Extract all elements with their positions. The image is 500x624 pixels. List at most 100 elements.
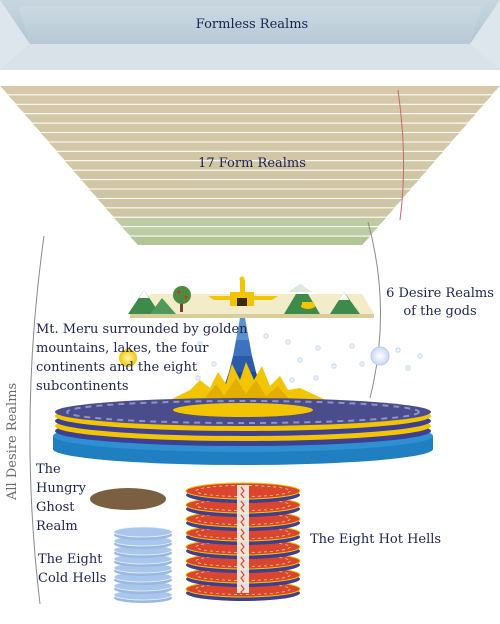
stars — [195, 333, 423, 383]
form-realm-layer — [56, 151, 444, 161]
cold-hells-stack — [113, 526, 173, 603]
hot-hell-pattern — [195, 527, 291, 539]
all-desire-realms-label: All Desire Realms — [5, 383, 20, 501]
formless-frame — [0, 0, 500, 44]
flame-icon — [240, 486, 245, 499]
desire-gods-label-line1: 6 Desire Realms — [386, 286, 494, 301]
flame-icon — [240, 556, 245, 569]
star-icon — [195, 375, 201, 381]
star-icon — [395, 347, 401, 353]
hot-hell-pattern — [195, 555, 291, 567]
star-icon — [359, 361, 365, 367]
form-realms-bracket — [397, 89, 405, 221]
star-icon — [417, 353, 423, 359]
star-icon — [405, 365, 411, 371]
meru-label-line1: Mt. Meru surrounded by golden — [36, 322, 248, 337]
palace-door — [237, 298, 247, 306]
heaven-cloud — [288, 284, 312, 292]
ghost-label-line4: Realm — [36, 519, 78, 534]
form-realm-layer — [105, 208, 395, 217]
flame-icon — [240, 528, 245, 541]
star-icon — [263, 333, 269, 339]
meru-tier — [236, 318, 249, 340]
cold-hell-disk — [113, 526, 173, 538]
form-realm-layer — [113, 217, 387, 227]
tree-fruit — [177, 290, 181, 294]
flame-icon — [240, 514, 245, 527]
formless-realms-label: Formless Realms — [196, 17, 308, 32]
all-desire-bracket — [29, 235, 45, 605]
form-realm-layer — [89, 189, 411, 198]
star-icon — [315, 345, 321, 351]
cold-hells-label-line1: The Eight — [38, 552, 103, 567]
heaven-mountain — [150, 298, 176, 314]
flame-icon — [240, 542, 245, 555]
form-realm-layer — [0, 86, 500, 95]
meru-base — [173, 403, 313, 417]
form-realm-layer — [16, 104, 484, 114]
hot-hells-label: The Eight Hot Hells — [310, 532, 441, 547]
moon-icon — [370, 346, 390, 366]
form-realm-layer — [121, 227, 379, 236]
flame-icon — [240, 570, 245, 583]
star-icon — [331, 363, 337, 369]
disk-ring-pattern — [66, 400, 420, 424]
formless-realms: Formless Realms — [0, 0, 500, 70]
form-realm-layer — [65, 161, 435, 170]
ghost-label-line2: Hungry — [36, 481, 87, 496]
hot-hell-pattern — [195, 569, 291, 581]
heaven-tree-icon — [173, 286, 191, 304]
star-icon — [313, 375, 319, 381]
star-icon — [349, 343, 355, 349]
heaven-mountain-snow — [139, 290, 149, 298]
meru-label-line4: subcontinents — [36, 379, 129, 394]
desire-gods-bracket — [367, 221, 381, 399]
star-icon — [197, 341, 203, 347]
form-realm-layer — [24, 114, 476, 123]
heaven-ground-edge — [130, 314, 374, 318]
ghost-label-line3: Ghost — [36, 500, 75, 515]
heaven-mountain — [128, 290, 160, 314]
form-realms — [0, 86, 500, 246]
hot-hell-pattern — [195, 513, 291, 525]
meru-tier — [229, 356, 256, 372]
form-realms-label: 17 Form Realms — [198, 156, 306, 171]
star-icon — [285, 339, 291, 345]
mount-meru — [119, 318, 390, 402]
form-realm-layer — [130, 236, 370, 245]
form-realm-layer — [81, 180, 419, 189]
form-realm-layer — [48, 142, 452, 151]
heaven-mountain — [330, 292, 360, 314]
tree-fruit — [184, 295, 188, 299]
meru-tier — [233, 340, 252, 356]
hot-hells-stack — [185, 482, 301, 601]
hot-hell-pattern — [195, 499, 291, 511]
hot-hell-pattern — [195, 541, 291, 553]
palace-finial — [239, 276, 245, 282]
cold-hells-label-line2: Cold Hells — [38, 571, 106, 586]
flame-icon — [240, 500, 245, 513]
hot-hell-pattern — [195, 485, 291, 497]
heaven-pavilion — [302, 302, 314, 307]
sun-icon — [119, 349, 137, 367]
world-disk — [53, 398, 433, 465]
ghost-label-line1: The — [36, 462, 61, 477]
golden-mountains-shade — [205, 378, 290, 400]
star-icon — [289, 377, 295, 383]
palace-spire — [240, 280, 245, 292]
desire-gods-label-line2: of the gods — [403, 304, 476, 319]
flame-icon — [240, 584, 245, 597]
heaven-mountain-snow — [339, 292, 349, 300]
star-icon — [297, 357, 303, 363]
form-realm-layer — [32, 123, 468, 133]
heaven-platform — [128, 276, 374, 318]
meru-label-line3: continents and the eight — [36, 360, 198, 375]
form-realm-layer — [40, 133, 460, 142]
form-realm-layer — [73, 170, 427, 180]
meru-label-line2: mountains, lakes, the four — [36, 341, 209, 356]
hungry-ghost-realm-disk — [90, 488, 166, 510]
heaven-tree-trunk — [180, 300, 183, 312]
hot-hell-pattern — [195, 583, 291, 595]
form-realm-layer — [97, 198, 403, 208]
